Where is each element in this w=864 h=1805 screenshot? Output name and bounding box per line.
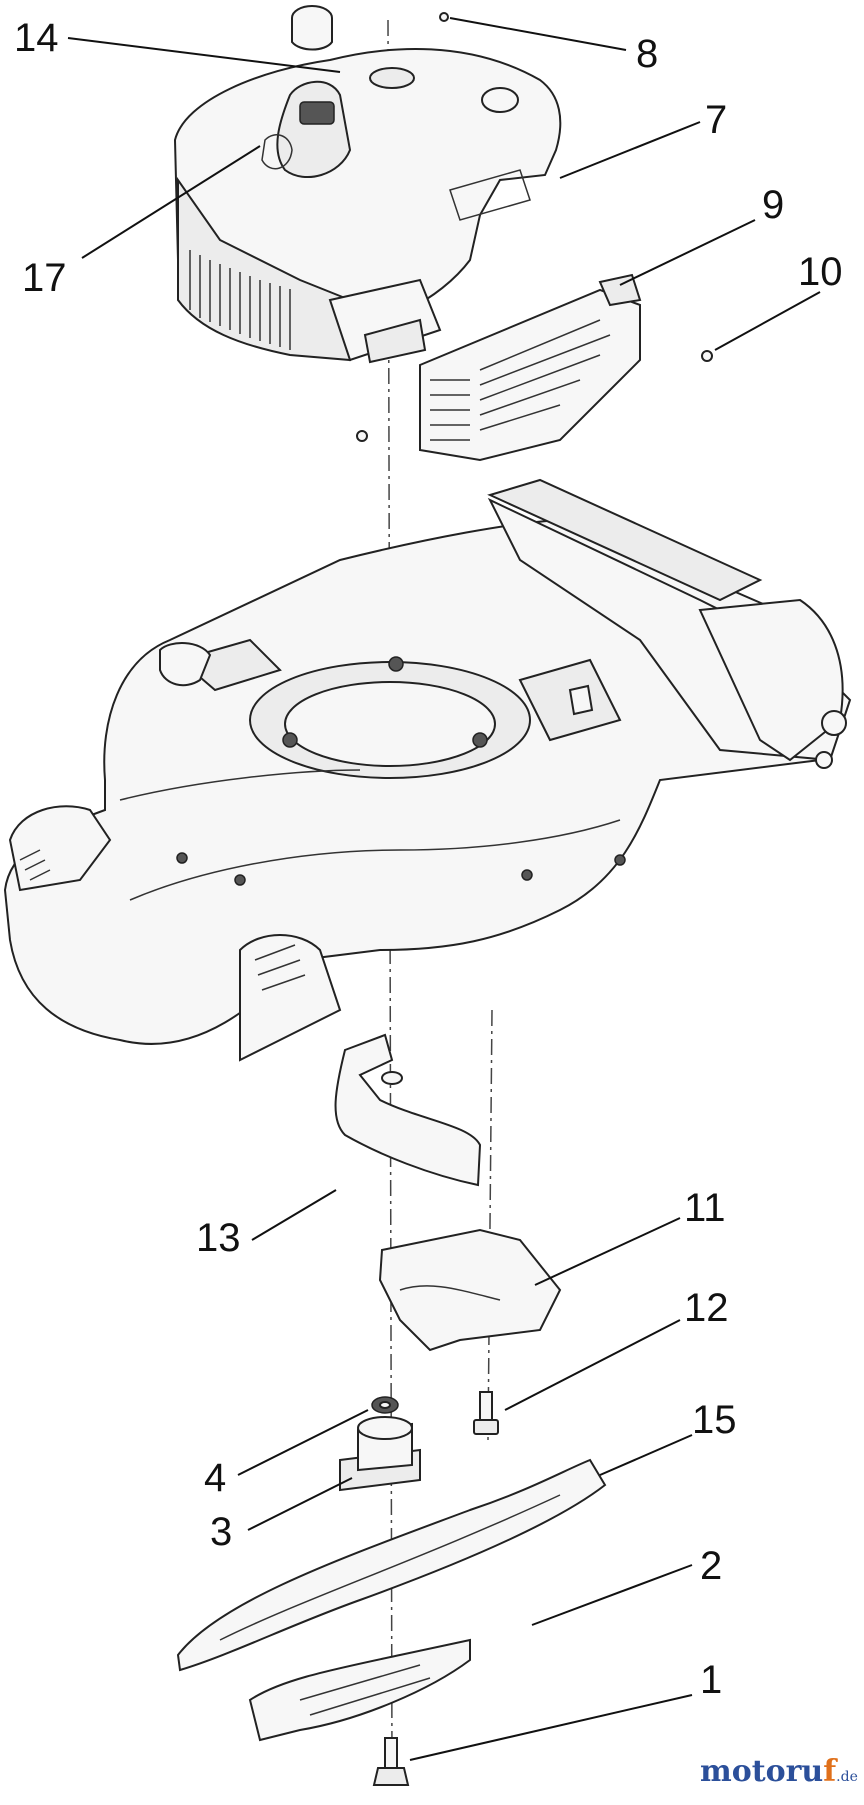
front-left-wheel-mount [8, 805, 112, 892]
blade-bracket-body [334, 1033, 482, 1187]
blade-edge [219, 1494, 561, 1641]
leader-13 [251, 1189, 337, 1241]
engine-rear-boss [481, 87, 519, 113]
callout-7: 7 [705, 98, 728, 142]
front-right-wheel-mount [239, 934, 342, 1062]
baffle-contour [399, 1285, 501, 1301]
callout-2: 2 [700, 1544, 723, 1588]
callout-13: 13 [196, 1216, 241, 1260]
guard-slots-right [479, 319, 611, 431]
deck-bolt-7 [614, 854, 626, 866]
muffler-guard [419, 273, 642, 462]
watermark-main-text: motoru [700, 1754, 824, 1789]
guard-slots-left [430, 379, 470, 441]
watermark-tld-text: .de [836, 1769, 858, 1785]
stiffener-ribs [299, 1664, 431, 1716]
leader-8 [449, 17, 627, 51]
deck-bolt-5 [234, 874, 246, 886]
callout-15: 15 [692, 1398, 737, 1442]
callout-3: 3 [210, 1510, 233, 1554]
leader-2 [531, 1564, 693, 1626]
callout-8: 8 [636, 32, 659, 76]
deck-contour-2 [129, 819, 621, 901]
blade-bolt-shank [384, 1737, 398, 1771]
deck-bolt-1 [388, 656, 404, 672]
stiffener-body [248, 1638, 471, 1742]
fin-lines [189, 250, 291, 350]
callout-4: 4 [204, 1456, 227, 1500]
oil-fill-neck [291, 18, 333, 51]
blade-bolt [372, 1737, 410, 1786]
baffle-bolt-head [473, 1419, 499, 1435]
callout-10: 10 [798, 250, 843, 294]
baffle-bolt [473, 1391, 499, 1435]
engine-side-panel [328, 278, 442, 362]
bracket-hole [381, 1071, 403, 1085]
motoruf-watermark: motoruf.de [700, 1754, 858, 1789]
leader-15 [599, 1434, 693, 1476]
leader-12 [504, 1319, 681, 1411]
deck-bolt-4 [176, 852, 188, 864]
muffler-guard-body [419, 288, 641, 462]
leader-1 [409, 1694, 693, 1761]
blade-bracket [334, 1033, 482, 1187]
choke-decal [261, 134, 293, 170]
deck-bolt-6 [521, 869, 533, 881]
engine-handle-grip [363, 318, 427, 364]
watermark-accent-text: f [823, 1754, 837, 1789]
callout-14: 14 [14, 16, 59, 60]
deflector-baffle [378, 1228, 562, 1352]
leader-lines [67, 17, 821, 1761]
blade-bolt-head [372, 1767, 410, 1786]
deck-front-boss [159, 642, 212, 687]
callout-17: 17 [22, 256, 67, 300]
deck-engine-opening [284, 681, 496, 767]
deck-bolt-2 [472, 732, 488, 748]
nut-4-hole [379, 1401, 391, 1409]
leader-3 [247, 1477, 353, 1531]
deck-rear-plate [518, 658, 622, 742]
front-right-adjuster-ribs [254, 944, 306, 991]
leader-10 [714, 291, 821, 351]
leader-7 [559, 121, 701, 179]
rear-wheel-boss [821, 710, 847, 736]
callout-12: 12 [684, 1286, 729, 1330]
guard-tab [598, 273, 642, 307]
engine-top-boss [369, 67, 415, 89]
blade-body [176, 1458, 607, 1672]
leader-9 [619, 219, 756, 286]
callout-1: 1 [700, 1658, 723, 1702]
engine-assembly [173, 5, 562, 364]
baffle-bolt-shank [479, 1391, 493, 1423]
baffle-body [378, 1228, 562, 1352]
deck-front-bracket [177, 638, 282, 692]
engine-badge [299, 101, 335, 125]
screw-engine-mount [356, 430, 368, 442]
blade-adapter [339, 1416, 421, 1492]
rear-wheel-boss-2 [815, 751, 833, 769]
callout-11: 11 [684, 1186, 726, 1230]
leader-11 [534, 1217, 681, 1286]
leader-17 [81, 145, 261, 259]
front-left-adjuster-ribs [19, 849, 51, 881]
leader-14 [67, 37, 341, 73]
deck-latch [568, 684, 594, 716]
screw-8-part [439, 12, 449, 22]
exhaust-grille [449, 169, 531, 221]
deck-contour-1 [119, 769, 361, 801]
leader-4 [237, 1409, 369, 1476]
mower-deck [3, 478, 852, 1062]
blade-stiffener [248, 1638, 471, 1742]
adapter-top [357, 1416, 413, 1440]
deck-rear-rail [487, 478, 763, 602]
assembly-axis-baffle [487, 1009, 493, 1441]
deck-bolt-3 [282, 732, 298, 748]
cutting-blade [176, 1458, 607, 1672]
screw-10-part [701, 350, 713, 362]
callout-9: 9 [762, 183, 785, 227]
